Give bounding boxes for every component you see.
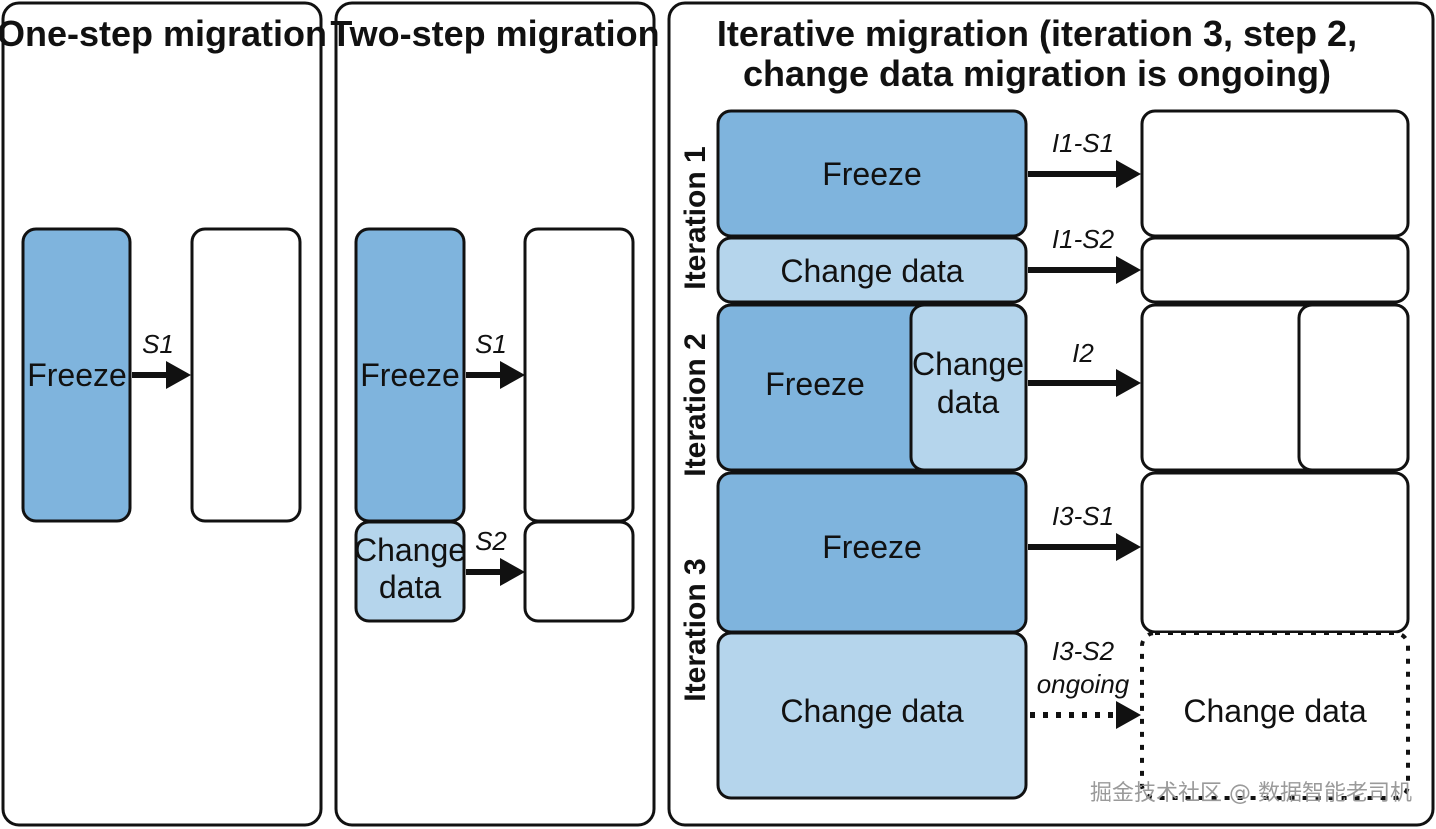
two-step-change-label-1: Change	[354, 532, 466, 568]
two-step-arrow-s2-label: S2	[475, 526, 507, 556]
it1-arrowhead-s1	[1116, 160, 1141, 188]
iteration-3-label: Iteration 3	[679, 558, 712, 701]
it2-change-label-2: data	[937, 384, 999, 420]
two-step-change-label-2: data	[379, 569, 441, 605]
two-step-arrowhead-s2	[500, 558, 525, 586]
two-step-arrowhead-s1	[500, 361, 525, 389]
it2-freeze-label: Freeze	[765, 366, 865, 402]
panel-one-step-title: One-step migration	[0, 13, 327, 54]
it2-change-box	[909, 303, 1028, 472]
it2-arrow-label: I2	[1072, 338, 1094, 368]
iteration-2-label: Iteration 2	[679, 333, 712, 476]
panel-iterative: Iterative migration (iteration 3, step 2…	[667, 1, 1435, 827]
it3-target-change-label: Change data	[1183, 693, 1366, 729]
two-step-freeze-label: Freeze	[360, 357, 460, 393]
watermark: 掘金技术社区 @ 数据智能老司机	[1090, 781, 1412, 806]
it3-arrowhead-s1	[1116, 533, 1141, 561]
it3-change-label: Change data	[780, 693, 963, 729]
it3-arrow-s2-label-2: ongoing	[1037, 669, 1130, 699]
it1-arrow-s2-label: I1-S2	[1052, 224, 1115, 254]
it2-change-label-1: Change	[912, 346, 1024, 382]
it3-change-box	[716, 631, 1028, 800]
iteration-1-label: Iteration 1	[679, 146, 712, 289]
panel-two-step-title: Two-step migration	[330, 13, 659, 54]
two-step-arrow-s1-label: S1	[475, 329, 507, 359]
it1-freeze-label: Freeze	[822, 156, 922, 192]
one-step-arrow-s1-label: S1	[142, 329, 174, 359]
panel-iterative-title-line2: change data migration is ongoing)	[743, 53, 1331, 94]
two-step-target-box-1	[523, 227, 635, 523]
it3-arrowhead-s2	[1116, 701, 1141, 729]
it1-arrowhead-s2	[1116, 256, 1141, 284]
panel-iterative-title-line1: Iterative migration (iteration 3, step 2…	[717, 13, 1357, 54]
it3-arrow-s1-label: I3-S1	[1052, 501, 1114, 531]
one-step-arrowhead-s1	[166, 361, 191, 389]
one-step-target-box	[190, 227, 302, 523]
it1-change-box	[716, 236, 1028, 304]
it3-freeze-label: Freeze	[822, 529, 922, 565]
it1-arrow-s1-label: I1-S1	[1052, 128, 1114, 158]
two-step-target-box-2	[523, 520, 635, 623]
panel-one-step-frame	[1, 1, 323, 827]
panel-two-step: Two-step migration Freeze Change data S1…	[330, 1, 660, 827]
it1-target-box-1	[1140, 109, 1410, 238]
it1-change-label: Change data	[780, 253, 963, 289]
it1-target-box-2	[1140, 236, 1410, 304]
it3-target-box	[1140, 471, 1410, 634]
it2-target-change-box	[1297, 303, 1410, 472]
it2-arrowhead	[1116, 369, 1141, 397]
panel-one-step: One-step migration Freeze S1	[0, 1, 327, 827]
one-step-freeze-box	[21, 227, 132, 523]
two-step-change-box	[354, 520, 466, 623]
one-step-freeze-label: Freeze	[27, 357, 127, 393]
it3-target-change-box-dotted	[1140, 631, 1410, 800]
it3-arrow-s2-label-1: I3-S2	[1052, 636, 1115, 666]
it1-freeze-box	[716, 109, 1028, 238]
